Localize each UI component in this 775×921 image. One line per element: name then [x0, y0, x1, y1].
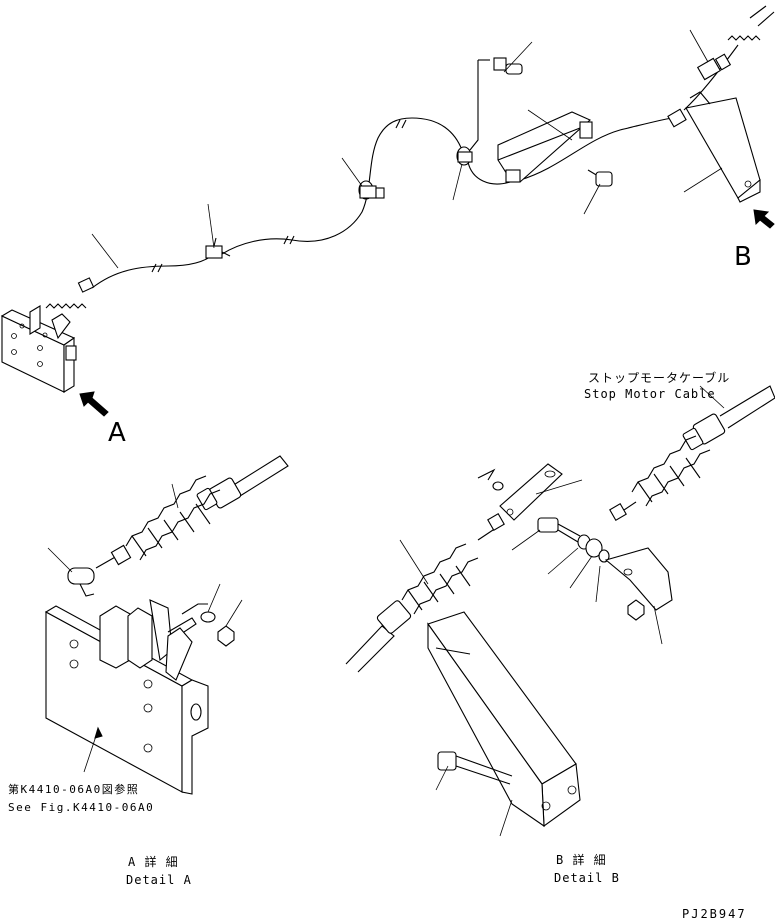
reference-note-jp: 第K4410-06A0図参照 — [8, 783, 140, 796]
detail-b-title-en: Detail B — [554, 871, 620, 885]
cable-break-mark — [283, 235, 295, 245]
cable-break-mark — [151, 263, 163, 273]
view-label-b: B — [734, 242, 752, 272]
reference-note-en: See Fig.K4410-06A0 — [8, 801, 155, 814]
detail-a-title-jp: A 詳 細 — [128, 855, 179, 869]
detail-a-title-en: Detail A — [126, 873, 192, 887]
view-label-a: A — [108, 418, 126, 448]
drawing-number: PJ2B947 — [682, 907, 747, 921]
overview-cable-route — [91, 44, 739, 289]
overview-clamp-1 — [205, 237, 231, 259]
overview-clamp-3 — [456, 146, 473, 166]
cable-break-mark — [395, 119, 407, 129]
cable-name-jp: ストップモータケーブル — [588, 371, 731, 385]
detail-a-drawing — [44, 455, 289, 795]
overview-bracket-a — [0, 277, 95, 393]
overview-clamp-2 — [358, 180, 385, 200]
overview-bracket-b — [667, 5, 775, 203]
overview-leader-lines — [91, 29, 723, 269]
detail-b-drawing — [345, 385, 775, 837]
view-arrow-a — [79, 391, 109, 417]
overview-mount-plate — [469, 57, 613, 187]
cable-name-en: Stop Motor Cable — [584, 387, 716, 401]
detail-b-title-jp: B 詳 細 — [556, 853, 607, 867]
view-arrow-b — [753, 209, 775, 229]
